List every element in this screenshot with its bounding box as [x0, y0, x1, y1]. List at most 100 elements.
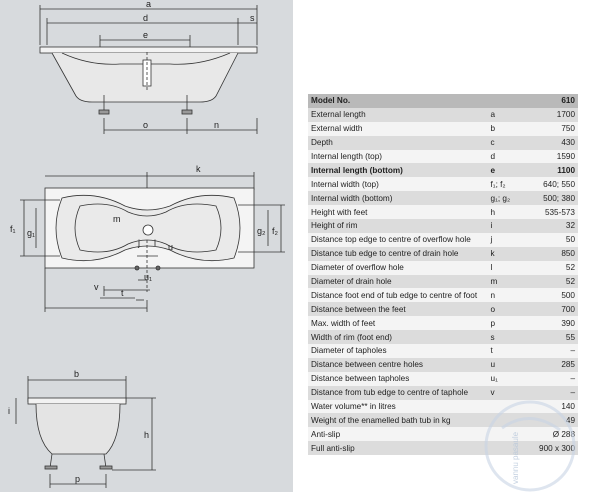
table-row: Distance tub edge to centre of drain hol…	[308, 246, 578, 261]
spec-value: 1590	[528, 149, 578, 164]
spec-value: 750	[528, 121, 578, 136]
spec-value: 49	[528, 413, 578, 428]
spec-value: 1700	[528, 107, 578, 122]
spec-name: Weight of the enamelled bath tub in kg	[308, 413, 488, 428]
dim-n-label: n	[214, 120, 219, 130]
spec-symbol: a	[487, 107, 529, 122]
side-view	[39, 5, 258, 134]
spec-name: Diameter of tapholes	[308, 344, 488, 358]
spec-symbol: m	[487, 274, 529, 289]
table-row: Weight of the enamelled bath tub in kg 49	[308, 413, 578, 428]
spec-name: Water volume** in litres	[308, 399, 488, 414]
spec-name: External length	[308, 107, 488, 122]
spec-symbol: l	[487, 260, 529, 275]
spec-symbol: j	[487, 232, 529, 247]
spec-name: Internal width (top)	[308, 177, 488, 192]
spec-name: Internal length (top)	[308, 149, 488, 164]
spec-value: 390	[528, 316, 578, 331]
spec-name: Height of rim	[308, 219, 488, 233]
spec-value: 50	[528, 232, 578, 247]
technical-drawing: a d s e o n	[0, 0, 293, 492]
spec-name: Diameter of overflow hole	[308, 260, 488, 275]
spec-value: 850	[528, 246, 578, 261]
spec-symbol: t	[487, 344, 529, 358]
table-row: Distance top edge to centre of overflow …	[308, 232, 578, 247]
spec-value: 52	[528, 260, 578, 275]
spec-name: External width	[308, 121, 488, 136]
dim-g2-label: g₂	[257, 226, 266, 236]
spec-value: 55	[528, 330, 578, 345]
spec-symbol: v	[487, 385, 529, 400]
spec-symbol	[487, 441, 529, 456]
spec-name: Internal width (bottom)	[308, 191, 488, 206]
dim-f2-label: f₂	[272, 226, 279, 236]
spec-value: 700	[528, 302, 578, 317]
spec-symbol: f₁; f₂	[487, 177, 529, 192]
dim-g1-label: g₁	[27, 228, 35, 238]
watermark-text: vannu pasaule	[511, 431, 520, 484]
bathtub-drawing-svg: a d s e o n	[8, 0, 285, 488]
spec-symbol: s	[487, 330, 529, 345]
spec-name: Internal length (bottom)	[308, 163, 488, 178]
spec-value: 500; 380	[528, 191, 578, 206]
dim-f1-label: f₁	[10, 224, 16, 234]
table-row: Full anti-slip 900 x 300	[308, 441, 578, 456]
spec-value: 640; 550	[528, 177, 578, 192]
spec-name: Distance tub edge to centre of drain hol…	[308, 246, 488, 261]
dim-k-label: k	[196, 164, 201, 174]
spec-name: Max. width of feet	[308, 316, 488, 331]
spec-name: Diameter of drain hole	[308, 274, 488, 289]
end-view	[15, 376, 156, 488]
spec-symbol: d	[487, 149, 529, 164]
dim-i-label: i	[8, 406, 10, 416]
spec-value: 535-573	[528, 205, 578, 220]
spec-symbol: c	[487, 135, 529, 150]
dim-j-label: j	[137, 238, 140, 248]
spec-name: Distance from tub edge to centre of taph…	[308, 385, 488, 400]
dim-t-label: t	[121, 288, 124, 298]
spec-name: Distance between the feet	[308, 302, 488, 317]
spec-symbol: n	[487, 288, 529, 303]
spec-name: Distance top edge to centre of overflow …	[308, 232, 488, 247]
spec-symbol: k	[487, 246, 529, 261]
spec-symbol: b	[487, 121, 529, 136]
spec-name: Width of rim (foot end)	[308, 330, 488, 345]
header-model-number: 610	[528, 94, 578, 108]
dim-p-label: p	[75, 474, 80, 484]
spec-name: Anti-slip	[308, 427, 488, 442]
spec-value: 1100	[528, 163, 578, 178]
spec-name: Depth	[308, 135, 488, 150]
spec-value: 900 x 300	[528, 441, 578, 456]
dim-o-label: o	[143, 120, 148, 130]
spec-value: 32	[528, 219, 578, 233]
spec-symbol: o	[487, 302, 529, 317]
dim-s-label: s	[250, 13, 255, 23]
spec-symbol: e	[487, 163, 529, 178]
spec-value: 285	[528, 357, 578, 372]
header-symbol	[487, 94, 529, 108]
spec-symbol: h	[487, 205, 529, 220]
spec-name: Full anti-slip	[308, 441, 488, 456]
watermark-logo: vannu pasaule	[484, 400, 576, 492]
spec-value: –	[528, 371, 578, 386]
spec-value: 500	[528, 288, 578, 303]
spec-value: –	[528, 385, 578, 400]
